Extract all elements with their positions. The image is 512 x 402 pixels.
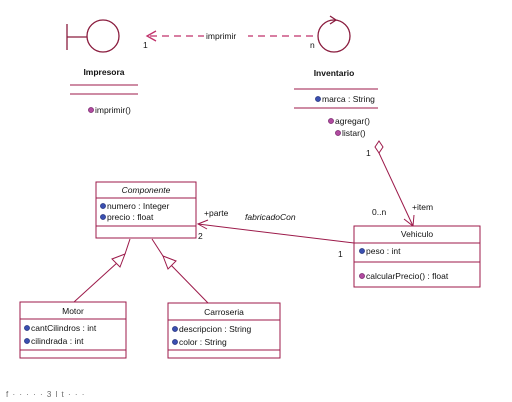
- multiplicity-componente: 2: [198, 231, 203, 241]
- cropped-footer-text: f · · · · · 3 l t · · ·: [6, 390, 86, 399]
- componente-attribute-precio: precio : float: [107, 212, 154, 222]
- association-line: [197, 223, 355, 244]
- operation-icon: [335, 130, 341, 136]
- vehiculo-box: [353, 225, 481, 288]
- attribute-icon: [315, 96, 321, 102]
- attribute-icon: [24, 325, 30, 331]
- class-impresora[interactable]: Impresora imprimir(): [66, 19, 138, 115]
- operation-icon: [88, 107, 94, 113]
- carroseria-name: Carroseria: [204, 307, 244, 317]
- multiplicity-vehiculo-assoc: 1: [338, 249, 343, 259]
- componente-attribute-numero: numero : Integer: [107, 201, 170, 211]
- class-motor[interactable]: Motor cantCilindros : int cilindrada : i…: [19, 301, 127, 359]
- multiplicity-inventario-dep: n: [310, 40, 315, 50]
- componente-name: Componente: [122, 185, 171, 195]
- aggregation-diamond: [374, 140, 384, 154]
- impresora-operation: imprimir(): [95, 105, 131, 115]
- attribute-icon: [359, 248, 365, 254]
- aggregation-item: 1 0..n +item: [366, 140, 433, 227]
- generalization-motor: [73, 238, 131, 303]
- attribute-icon: [24, 338, 30, 344]
- vehiculo-operation: calcularPrecio() : float: [366, 271, 449, 281]
- motor-name: Motor: [62, 306, 84, 316]
- inventario-name: Inventario: [314, 68, 355, 78]
- control-icon: [317, 15, 351, 53]
- aggregation-line: [378, 152, 414, 227]
- generalization-carroseria: [151, 238, 209, 304]
- role-parte: +parte: [204, 208, 229, 218]
- inventario-attribute: marca : String: [322, 94, 375, 104]
- inventario-operation-listar: listar(): [342, 128, 366, 138]
- operation-icon: [359, 273, 365, 279]
- carroseria-box: [167, 302, 281, 359]
- protected-attribute-icon: [100, 214, 106, 220]
- attribute-icon: [172, 326, 178, 332]
- attribute-icon: [100, 203, 106, 209]
- dependency-label-bg: [204, 30, 248, 41]
- association-label: fabricadoCon: [245, 212, 296, 222]
- impresora-name: Impresora: [83, 67, 124, 77]
- class-carroseria[interactable]: Carroseria descripcion : String color : …: [167, 302, 281, 359]
- attribute-icon: [172, 339, 178, 345]
- operation-icon: [328, 118, 334, 124]
- motor-attribute-cilindrada: cilindrada : int: [31, 336, 84, 346]
- class-componente[interactable]: Componente numero : Integer precio : flo…: [95, 181, 197, 239]
- vehiculo-attribute: peso : int: [366, 246, 401, 256]
- multiplicity-vehiculo-agg: 0..n: [372, 207, 386, 217]
- motor-attribute-cantCilindros: cantCilindros : int: [31, 323, 97, 333]
- carroseria-attribute-descripcion: descripcion : String: [179, 324, 252, 334]
- role-item: +item: [412, 202, 433, 212]
- dependency-label: imprimir: [206, 31, 236, 41]
- vehiculo-name: Vehiculo: [401, 229, 433, 239]
- association-fabricadoCon: +parte fabricadoCon 2 1: [196, 208, 355, 259]
- dependency-imprimir: imprimir 1 n: [143, 30, 318, 50]
- motor-box: [19, 301, 127, 359]
- multiplicity-inventario-agg: 1: [366, 148, 371, 158]
- dependency-arrowhead: [145, 30, 157, 42]
- componente-box: [95, 181, 197, 239]
- multiplicity-impresora: 1: [143, 40, 148, 50]
- class-vehiculo[interactable]: Vehiculo peso : int calcularPrecio() : f…: [353, 225, 481, 288]
- carroseria-attribute-color: color : String: [179, 337, 227, 347]
- inventario-operation-agregar: agregar(): [335, 116, 370, 126]
- association-arrowhead: [196, 219, 209, 230]
- boundary-icon: [66, 19, 120, 53]
- class-inventario[interactable]: Inventario marca : String agregar() list…: [294, 15, 378, 138]
